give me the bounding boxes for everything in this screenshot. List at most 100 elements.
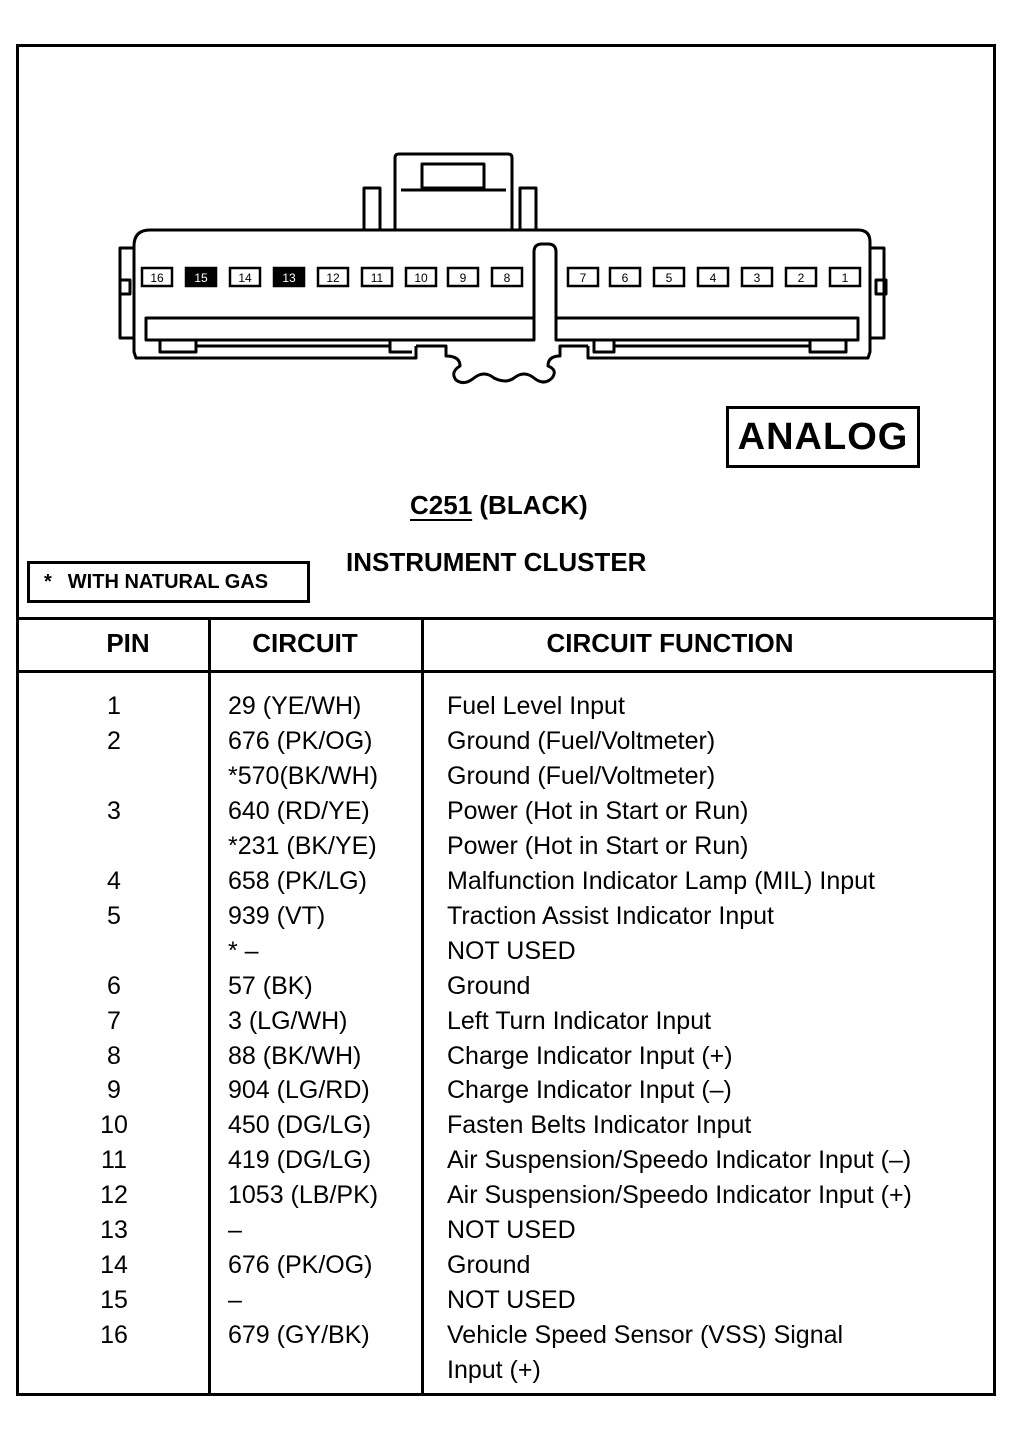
pin-number-13: 13 — [282, 271, 296, 285]
cell-circuit: 1053 (LB/PK) — [228, 1181, 379, 1209]
pin-number-7: 7 — [580, 271, 587, 285]
pin-number-5: 5 — [666, 271, 673, 285]
cell-circuit: – — [228, 1286, 242, 1314]
cell-function: NOT USED — [447, 1216, 576, 1244]
pin-cavity-1 — [828, 266, 862, 288]
connector-id: C251 — [410, 490, 473, 520]
right-post — [518, 186, 538, 230]
connector-color: (BLACK) — [479, 490, 588, 520]
header-pin: PIN — [106, 628, 150, 658]
latch-tab — [393, 152, 514, 230]
pin-cavity-11 — [360, 266, 394, 288]
cell-function: Fasten Belts Indicator Input — [447, 1111, 752, 1139]
pin-number-11: 11 — [371, 271, 384, 285]
pin-number-3: 3 — [754, 271, 761, 285]
pin-cavity-9 — [446, 266, 480, 288]
pin-cavity-14 — [228, 266, 262, 288]
pin-cavity-3 — [740, 266, 774, 288]
cell-pin: 4 — [107, 867, 121, 895]
cell-function: NOT USED — [447, 1286, 576, 1314]
cell-circuit: * – — [228, 937, 259, 965]
left-lower-slot — [158, 340, 412, 354]
cell-circuit: 29 (YE/WH) — [228, 692, 362, 720]
cell-function: Left Turn Indicator Input — [447, 1007, 712, 1035]
cell-pin: 5 — [107, 902, 121, 930]
cell-circuit: 676 (PK/OG) — [228, 1251, 373, 1279]
right-lower-slot — [592, 340, 848, 354]
pin-number-12: 12 — [326, 271, 340, 285]
pin-number-1: 1 — [842, 271, 849, 285]
cell-function: Air Suspension/Speedo Indicator Input (+… — [447, 1181, 912, 1209]
cell-pin: 6 — [107, 972, 121, 1000]
pin-number-16: 16 — [150, 271, 164, 285]
cell-pin: 16 — [100, 1321, 128, 1349]
table-top-rule — [16, 617, 996, 620]
cell-circuit: 939 (VT) — [228, 902, 326, 930]
pin-number-15: 15 — [194, 271, 208, 285]
cell-pin: 9 — [107, 1076, 121, 1104]
cell-pin: 12 — [100, 1181, 128, 1209]
cell-function: Ground — [447, 972, 531, 1000]
cell-function: Ground — [447, 1251, 531, 1279]
cell-pin: 8 — [107, 1042, 121, 1070]
cell-function: Traction Assist Indicator Input — [447, 902, 775, 930]
pin-cavity-12 — [316, 266, 350, 288]
cell-circuit: 904 (LG/RD) — [228, 1076, 370, 1104]
cell-function: Power (Hot in Start or Run) — [447, 832, 749, 860]
pin-cavity-8 — [490, 266, 524, 288]
cell-function: Ground (Fuel/Voltmeter) — [447, 727, 716, 755]
cell-pin: 15 — [100, 1286, 128, 1314]
cell-function: Ground (Fuel/Voltmeter) — [447, 762, 716, 790]
cell-function: Fuel Level Input — [447, 692, 625, 720]
header-circuit-function: CIRCUIT FUNCTION — [546, 628, 794, 658]
cell-function: Power (Hot in Start or Run) — [447, 797, 749, 825]
connector-body — [132, 228, 872, 360]
pin-number-2: 2 — [798, 271, 805, 285]
cell-function: Malfunction Indicator Lamp (MIL) Input — [447, 867, 875, 895]
cell-pin: 3 — [107, 797, 121, 825]
diagram-frame — [16, 44, 996, 1396]
cell-circuit: 88 (BK/WH) — [228, 1042, 362, 1070]
pin-cavity-13 — [272, 266, 306, 288]
cell-circuit: *570(BK/WH) — [228, 762, 379, 790]
connector-label: C251 (BLACK) — [410, 490, 588, 521]
cell-pin: 14 — [100, 1251, 128, 1279]
pin-number-4: 4 — [710, 271, 717, 285]
cell-function: Charge Indicator Input (–) — [447, 1076, 732, 1104]
cell-circuit: 419 (DG/LG) — [228, 1146, 372, 1174]
header-circuit: CIRCUIT — [252, 628, 358, 658]
analog-badge: ANALOG — [726, 406, 920, 468]
pin-number-9: 9 — [460, 271, 467, 285]
pin-number-8: 8 — [504, 271, 511, 285]
cell-circuit: *231 (BK/YE) — [228, 832, 377, 860]
cell-function: Air Suspension/Speedo Indicator Input (–… — [447, 1146, 912, 1174]
pin-row-left: 16 15 14 13 12 11 10 9 8 — [140, 266, 524, 288]
cell-pin: 13 — [100, 1216, 128, 1244]
pin-cavity-4 — [696, 266, 730, 288]
pin-row-right: 7 6 5 4 3 2 1 — [566, 266, 862, 288]
pin-cavity-2 — [784, 266, 818, 288]
right-flange-notch — [874, 278, 888, 296]
cell-circuit: – — [228, 1216, 242, 1244]
pin-cavity-15 — [184, 266, 218, 288]
cell-pin: 1 — [107, 692, 121, 720]
cell-circuit: 658 (PK/LG) — [228, 867, 367, 895]
pin-number-14: 14 — [238, 271, 252, 285]
cell-circuit: 450 (DG/LG) — [228, 1111, 372, 1139]
column-divider-2 — [421, 620, 424, 1394]
cell-function: NOT USED — [447, 937, 576, 965]
connector-drawing: 16 15 14 13 12 11 10 9 8 7 6 5 4 3 2 1 — [118, 152, 888, 385]
pin-cavity-10 — [404, 266, 438, 288]
cell-circuit: 676 (PK/OG) — [228, 727, 373, 755]
pin-cavity-6 — [608, 266, 642, 288]
table-header-rule — [16, 670, 996, 673]
cell-function: Vehicle Speed Sensor (VSS) Signal — [447, 1321, 844, 1349]
pin-number-10: 10 — [414, 271, 428, 285]
pin-number-6: 6 — [622, 271, 629, 285]
key-tab — [416, 344, 588, 385]
cell-function: Input (+) — [447, 1356, 541, 1384]
cell-function: Charge Indicator Input (+) — [447, 1042, 733, 1070]
cell-circuit: 640 (RD/YE) — [228, 797, 370, 825]
left-rail — [144, 316, 536, 342]
latch-window — [420, 162, 486, 190]
